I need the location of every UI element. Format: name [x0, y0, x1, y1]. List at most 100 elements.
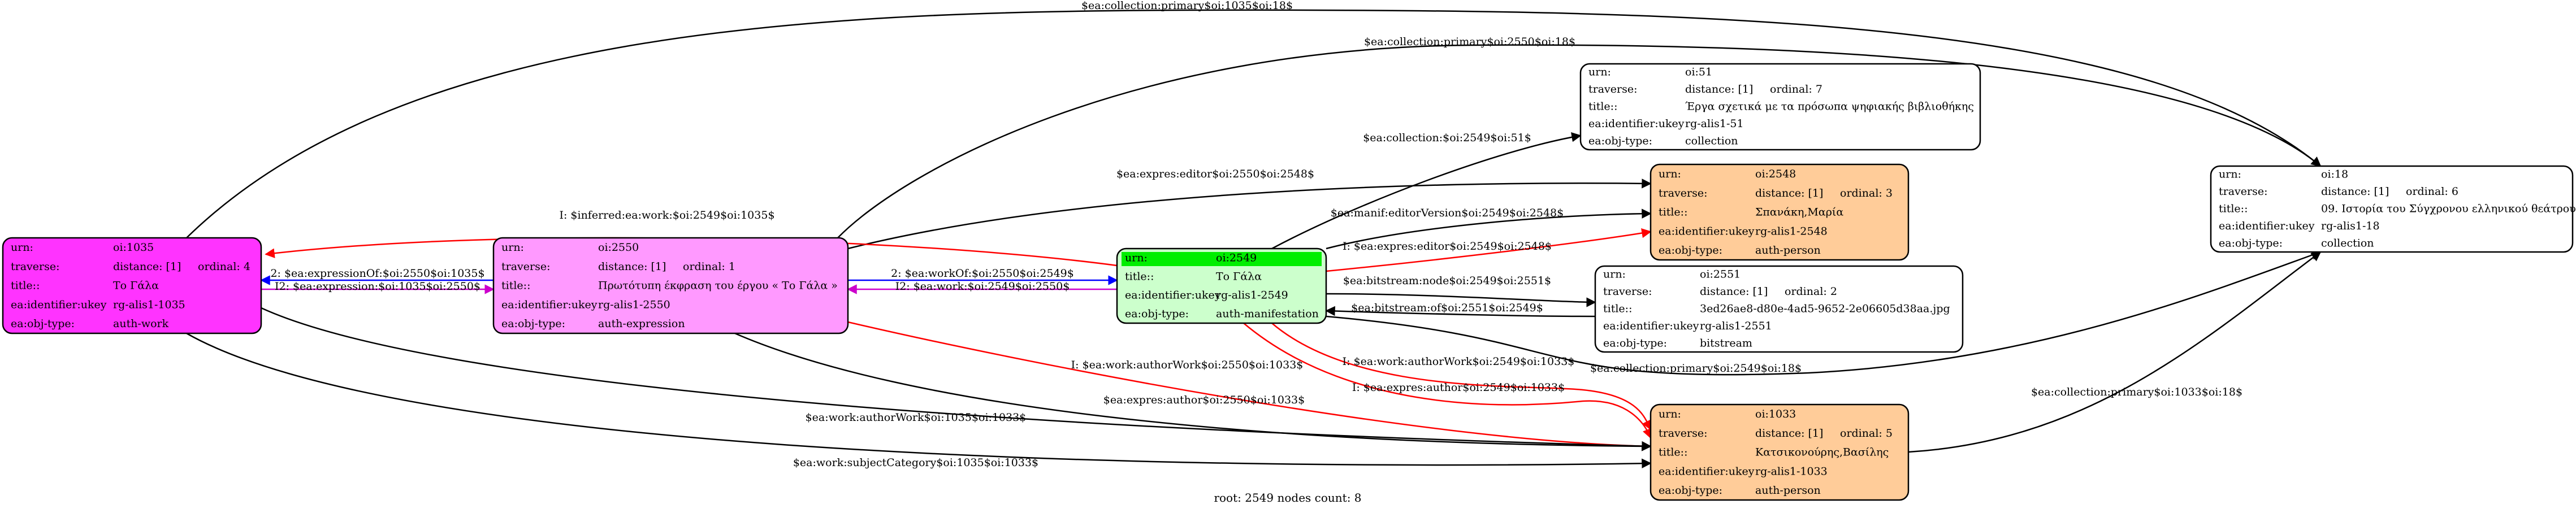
- edge-inferred-editor-2549-2548: I: $ea:expres:editor$oi:2549$oi:2548$: [1326, 228, 1652, 272]
- node-field-value: oi:18: [2321, 168, 2348, 181]
- node-field-key: title::: [501, 280, 530, 292]
- node-field-key: ea:obj-type:: [11, 318, 75, 330]
- node-field-value: rg-alis1-2551: [1700, 320, 1772, 332]
- edge-expres-author-2550-1033: $ea:expres:author$oi:2550$oi:1033$: [734, 332, 1652, 451]
- node-field-key: traverse:: [1659, 187, 1708, 199]
- node-field-key: ea:identifier:ukey: [1588, 118, 1685, 130]
- edge-label: $ea:work:authorWork$oi:1035$oi:1033$: [806, 411, 1027, 424]
- edge-label: I: $ea:expres:author$oi:2549$oi:1033$: [1352, 381, 1565, 394]
- node-field-value: oi:2551: [1700, 268, 1741, 281]
- node-field-key: traverse:: [2219, 185, 2268, 198]
- node-field-key: urn:: [1588, 66, 1611, 79]
- node-field-value: distance: [1]: [598, 260, 666, 273]
- edge-expres-editor-2550-2548: $ea:expres:editor$oi:2550$oi:2548$: [847, 168, 1652, 250]
- edge-line: [1908, 251, 2322, 453]
- edge-line: [186, 332, 1652, 469]
- node-field-key: ea:identifier:ukey: [11, 298, 107, 311]
- edge-label: $ea:work:subjectCategory$oi:1035$oi:1033…: [793, 457, 1038, 469]
- edge-label: I: $ea:work:authorWork$oi:2550$oi:1033$: [1071, 359, 1304, 371]
- node-field-key: traverse:: [11, 260, 60, 273]
- node-field-key: ea:identifier:ukey: [1659, 225, 1755, 237]
- node-field-key: urn:: [1603, 268, 1626, 281]
- node-field-key: ea:identifier:ukey: [501, 298, 598, 311]
- node-field-ordinal: ordinal: 6: [2406, 185, 2458, 198]
- node-field-value: Πρωτότυπη έκφραση του έργου « Το Γάλα »: [598, 280, 838, 292]
- node-field-ordinal: ordinal: 1: [683, 260, 735, 273]
- edge-subject-category-1035-1033: $ea:work:subjectCategory$oi:1035$oi:1033…: [186, 332, 1652, 469]
- edge-label: $ea:collection:$oi:2549$oi:51$: [1363, 132, 1531, 144]
- node-field-value: oi:2550: [598, 241, 639, 254]
- node-field-value: distance: [1]: [113, 260, 181, 273]
- edge-bitstream-node-2549-2551: $ea:bitstream:node$oi:2549$oi:2551$: [1326, 275, 1596, 307]
- root-highlight: [1122, 252, 1322, 266]
- edge-label: I: $inferred:ea:work:$oi:2549$oi:1035$: [559, 209, 774, 221]
- edge-line: [1243, 323, 1652, 439]
- node-field-value: Το Γάλα: [113, 280, 159, 292]
- edge-inferred-author-work-2550-1033: I: $ea:work:authorWork$oi:2550$oi:1033$: [847, 321, 1652, 451]
- node-box: [2210, 165, 2574, 253]
- node-field-ordinal: ordinal: 3: [1840, 187, 1893, 199]
- edge-label: $ea:collection:primary$oi:2549$oi:18$: [1590, 362, 1802, 375]
- edge-line: [1326, 293, 1596, 307]
- node-field-value: distance: [1]: [1685, 83, 1753, 95]
- node-box: [1649, 163, 1910, 261]
- node-field-ordinal: ordinal: 4: [198, 260, 250, 273]
- node-field-key: ea:obj-type:: [1659, 244, 1722, 256]
- nodes-layer: urn: oi:1035 traverse: distance: [1] ordinal…: [2, 63, 2576, 501]
- node-field-value: Το Γάλα: [1216, 270, 1262, 282]
- edge-label: I2: $ea:expression:$oi:1035$oi:2550$: [275, 280, 480, 293]
- node-field-value: oi:2549: [1216, 251, 1257, 264]
- node-field-value: collection: [1685, 134, 1738, 147]
- node-field-ordinal: ordinal: 5: [1840, 427, 1893, 440]
- edge-label: $ea:collection:primary$oi:2550$oi:18$: [1364, 36, 1575, 48]
- node-field-key: ea:identifier:ukey: [1659, 465, 1755, 477]
- node-field-value: auth-person: [1755, 244, 1821, 256]
- edge-expression-1035-2550: I2: $ea:expression:$oi:1035$oi:2550$: [261, 280, 495, 294]
- edge-line: [1325, 306, 1596, 318]
- node-field-key: title::: [1603, 302, 1632, 315]
- edge-line: [734, 332, 1652, 451]
- edge-label: $ea:collection:primary$oi:1035$oi:18$: [1081, 0, 1293, 12]
- node-box: [492, 237, 849, 334]
- node-field-key: title::: [11, 280, 40, 292]
- node-field-value: oi:1033: [1755, 408, 1796, 420]
- edge-expression-of-2550-1035: 2: $ea:expressionOf:$oi:2550$oi:1035$: [260, 267, 493, 285]
- node-field-value: auth-expression: [598, 318, 685, 330]
- node-box: [1116, 247, 1327, 324]
- edge-line: [1326, 208, 1652, 250]
- edge-collection-2549-18: $ea:collection:primary$oi:2549$oi:18$: [1326, 250, 2322, 376]
- graph-footer: root: 2549 nodes count: 8: [1214, 491, 1361, 505]
- node-field-key: ea:obj-type:: [1603, 337, 1667, 349]
- edge-label: I: $ea:expres:editor$oi:2549$oi:2548$: [1343, 240, 1552, 253]
- edges-layer: $ea:collection:primary$oi:1035$oi:18$ $ea…: [186, 0, 2322, 469]
- node-field-value: oi:1035: [113, 241, 154, 254]
- node-field-key: urn:: [1659, 408, 1681, 420]
- node-field-ordinal: ordinal: 2: [1785, 285, 1837, 298]
- node-field-value: rg-alis1-2548: [1755, 225, 1828, 237]
- node-field-value: rg-alis1-18: [2321, 220, 2380, 232]
- edge-line: [261, 307, 1652, 451]
- node-field-key: traverse:: [1588, 83, 1638, 95]
- node-field-key: ea:identifier:ukey: [2219, 220, 2315, 232]
- node-field-value: Έργα σχετικά με τα πρόσωπα ψηφιακής βιβλ…: [1685, 100, 1974, 112]
- edge-collection-1035-18: $ea:collection:primary$oi:1035$oi:18$: [186, 0, 2322, 238]
- node-box: [1594, 265, 1964, 353]
- edge-line: [186, 9, 2322, 238]
- node-box: [1649, 403, 1910, 501]
- edge-label: 2: $ea:workOf:$oi:2550$oi:2549$: [891, 267, 1074, 280]
- node-field-value: Κατσικονούρης,Βασίλης: [1755, 446, 1889, 459]
- node-field-key: ea:identifier:ukey: [1125, 289, 1221, 301]
- edge-label: I: $ea:work:authorWork$oi:2549$oi:1033$: [1343, 355, 1575, 368]
- node-field-value: Σπανάκη,Μαρία: [1755, 206, 1843, 219]
- edge-inferred-author-work-2549-1033: I: $ea:work:authorWork$oi:2549$oi:1033$: [1271, 323, 1652, 431]
- edge-label: $ea:manif:editorVersion$oi:2549$oi:2548$: [1331, 207, 1564, 219]
- edge-bitstream-of-2551-2549: $ea:bitstream:of$oi:2551$oi:2549$: [1325, 302, 1596, 318]
- node-field-value: rg-alis1-2550: [598, 298, 670, 311]
- edge-line: [1271, 132, 1582, 250]
- edge-line: [847, 321, 1652, 451]
- edge-collection-2550-18: $ea:collection:primary$oi:2550$oi:18$: [837, 36, 2322, 238]
